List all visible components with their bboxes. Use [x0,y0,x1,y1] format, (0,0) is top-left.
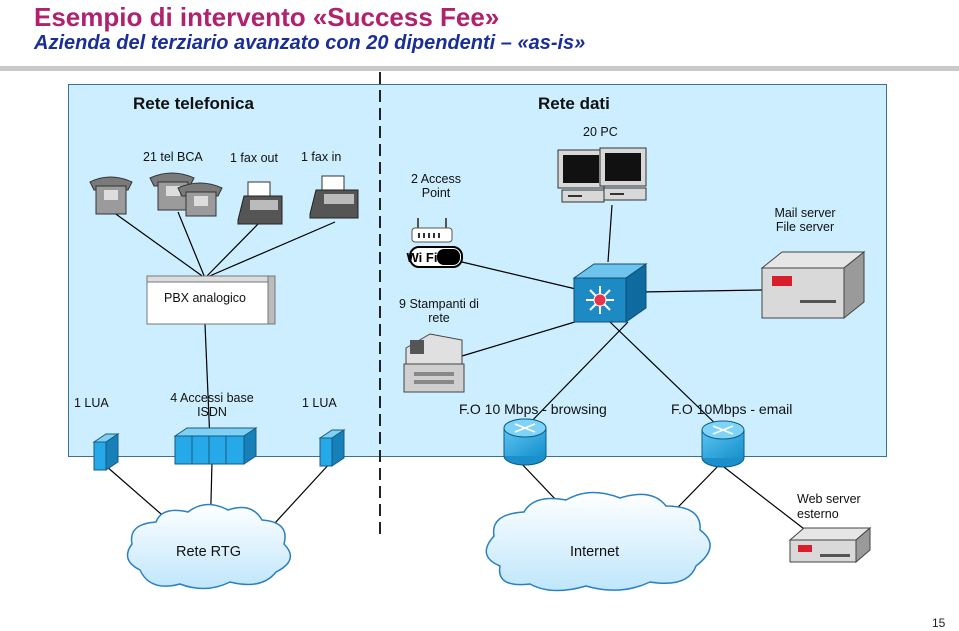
header-divider [0,66,959,71]
isdn-label: 4 Accessi base ISDN [170,391,254,420]
lua-right-label: 1 LUA [302,396,337,410]
fax-out-icon [237,181,283,225]
fax-out-label: 1 fax out [230,151,278,165]
web-server-label: Web server esterno [797,492,861,521]
mail-file-server-icon [760,250,866,320]
printer-icon [403,333,465,393]
lua-left-label: 1 LUA [74,396,109,410]
rete-telefonica-heading: Rete telefonica [133,94,254,113]
mail-file-server-label: Mail server File server [774,206,836,235]
pc-count-label: 20 PC [583,125,618,139]
internet-label: Internet [570,544,620,560]
access-point-label: 2 Access Point [410,172,462,201]
connection-lines [105,204,809,549]
slide-title: Esempio di intervento «Success Fee» [34,2,500,32]
access-point-icon [411,218,453,243]
line-email-label: F.O 10Mbps - email [671,401,793,417]
printers-label: 9 Stampanti di rete [399,297,479,326]
pc-icon [557,149,605,203]
fax-in-label: 1 fax in [301,150,342,164]
page-number: 15 [932,616,946,630]
internet-cloud [485,491,711,592]
wifi-logo-text: Wi Fi [407,250,438,265]
network-switch-icon [572,263,648,323]
wifi-logo: Wi Fi [407,246,463,268]
pc-icon [599,147,647,201]
line-browsing-label: F.O 10 Mbps - browsing [459,401,607,417]
router-browsing-icon [503,418,547,466]
router-email-icon [701,420,745,468]
rete-dati-heading: Rete dati [538,94,610,113]
pbx-box [146,275,276,325]
slide-subtitle: Azienda del terziario avanzato con 20 di… [34,32,586,54]
web-server-icon [788,526,872,564]
isdn-boxes [173,427,258,465]
telephone-icon [177,182,223,217]
pbx-label: PBX analogico [164,291,247,305]
lua-left-box [92,433,120,471]
fax-in-icon [309,175,359,219]
lua-right-box [318,429,346,467]
rete-rtg-label: Rete RTG [176,544,242,560]
phones-label: 21 tel BCA [143,150,203,164]
internal-network-panel [68,84,887,457]
rete-rtg-cloud [126,503,292,590]
telephone-icon [89,176,133,215]
